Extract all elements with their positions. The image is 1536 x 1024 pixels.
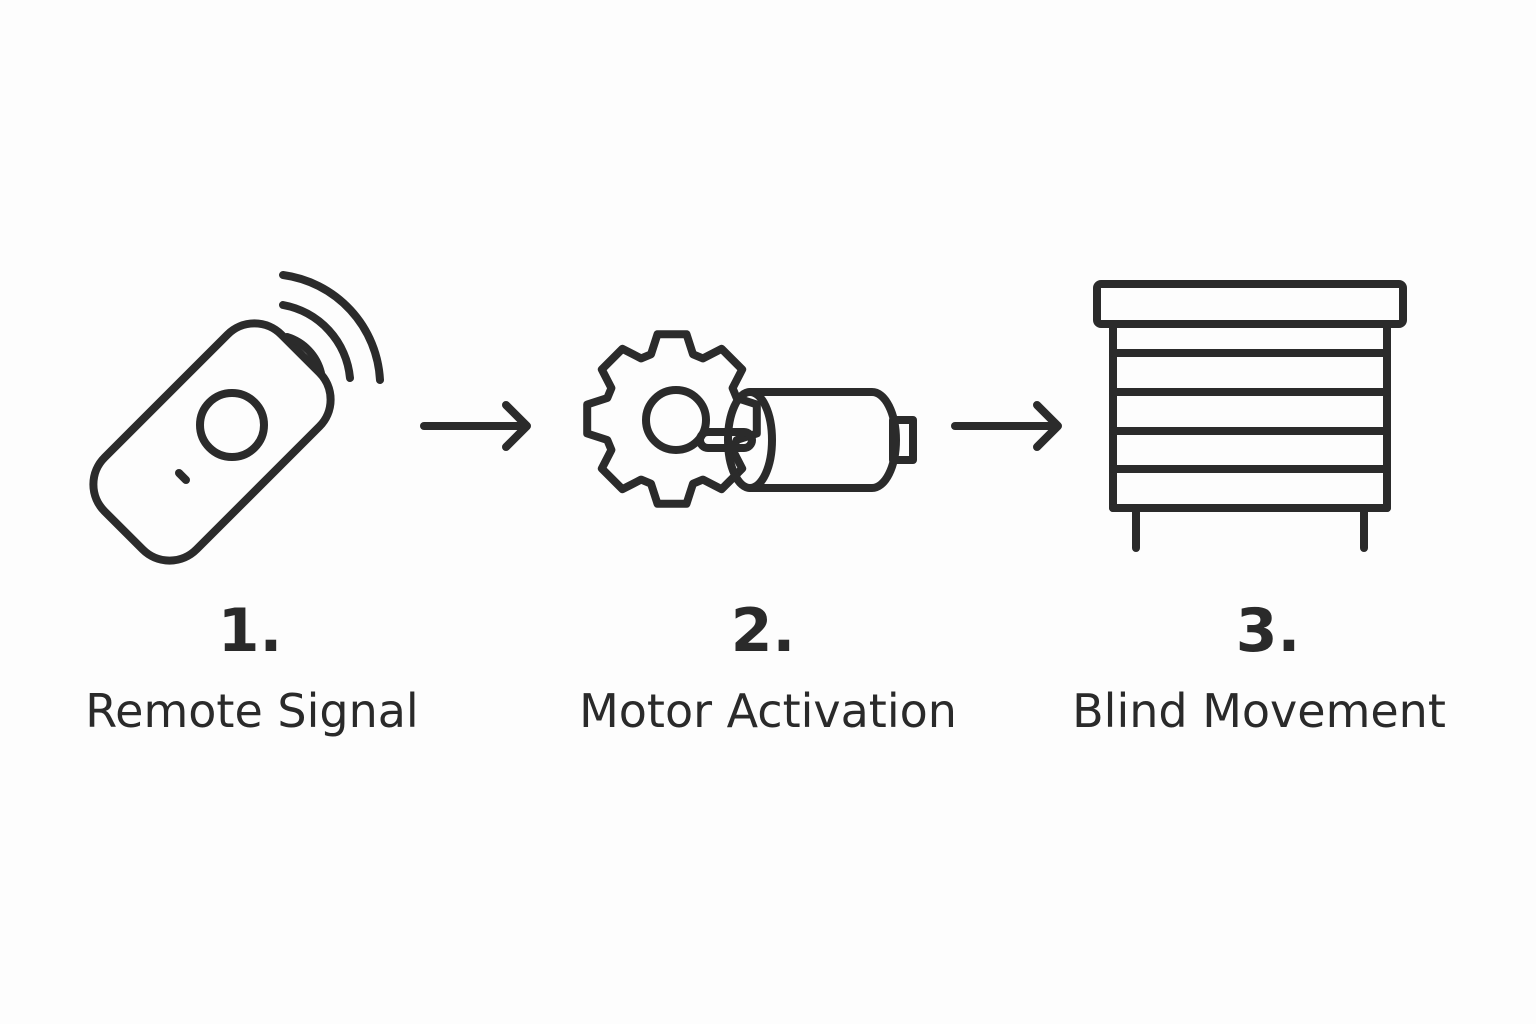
arrow-icon xyxy=(951,401,1062,451)
step-number: 1. xyxy=(217,596,283,666)
signal-waves-icon xyxy=(279,271,384,384)
window-blind-icon xyxy=(1093,280,1407,552)
step-label: Remote Signal xyxy=(85,684,419,738)
arrow-icon xyxy=(420,401,531,451)
remote-control-icon xyxy=(89,271,384,565)
step-label: Blind Movement xyxy=(1072,684,1446,738)
gear-icon xyxy=(583,330,761,508)
step-number: 2. xyxy=(730,596,796,666)
step-label: Motor Activation xyxy=(579,684,957,738)
step-number: 3. xyxy=(1235,596,1301,666)
gear-motor-icon xyxy=(583,330,917,508)
